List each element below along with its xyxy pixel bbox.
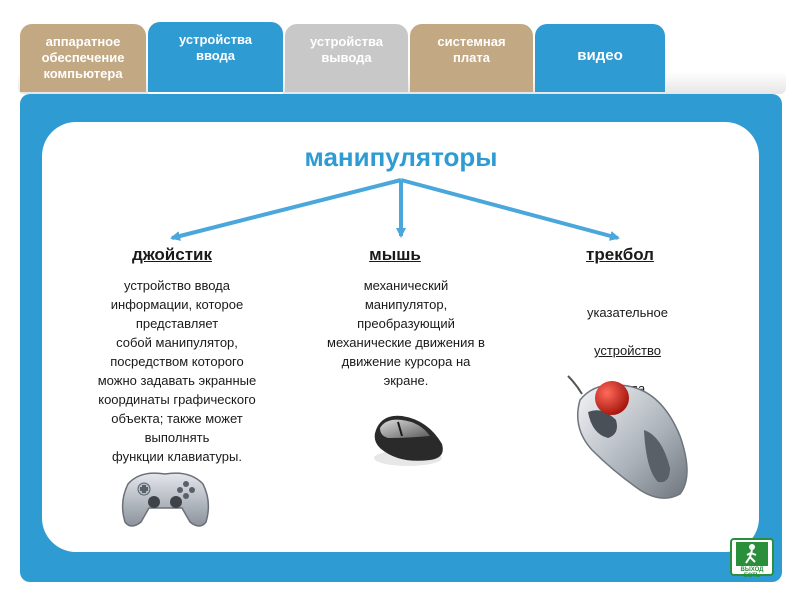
- tab-motherboard[interactable]: системная плата: [410, 24, 533, 92]
- trackball-heading: трекбол: [586, 245, 654, 264]
- tab-motherboard-line-1: системная: [437, 34, 506, 49]
- tab-input-line-2: ввода: [195, 48, 236, 63]
- tab-bar: аппаратное обеспечение компьютера устрой…: [0, 0, 800, 100]
- tab-hardware-line-1: аппаратное: [45, 34, 121, 49]
- tab-video[interactable]: видео: [535, 24, 665, 92]
- page-title: манипуляторы: [304, 142, 498, 172]
- trackball-desc-link-device[interactable]: устройство: [594, 343, 661, 358]
- joystick-heading: джойстик: [132, 245, 212, 264]
- gamepad-icon: [121, 472, 210, 527]
- exit-button[interactable]: ВЫХОД ЕСТЬ: [730, 538, 774, 579]
- arrow-to-joystick: [170, 178, 402, 241]
- trackball-icon: [567, 375, 688, 499]
- tab-output-devices[interactable]: устройства вывода: [285, 24, 408, 92]
- trackball-desc-line-1: указательное: [586, 305, 669, 320]
- mouse-description: механический манипулятор, преобразующий …: [327, 278, 485, 388]
- tab-output-line-1: устройства: [309, 34, 384, 49]
- tab-hardware-line-3: компьютера: [43, 66, 123, 81]
- tab-motherboard-line-2: плата: [453, 50, 490, 65]
- tab-hardware[interactable]: аппаратное обеспечение компьютера: [20, 24, 146, 92]
- computer-mouse-icon: [374, 415, 443, 466]
- tab-video-label: видео: [577, 47, 623, 64]
- joystick-description: устройство ввода информации, которое пре…: [97, 278, 257, 464]
- tab-output-line-2: вывода: [321, 50, 372, 65]
- arrow-to-trackball: [400, 178, 620, 241]
- tab-input-devices[interactable]: устройства ввода: [148, 22, 283, 96]
- mouse-heading: мышь: [369, 245, 421, 264]
- tab-input-line-1: устройства: [178, 32, 253, 47]
- active-tab-indicator: [148, 92, 283, 95]
- tab-hardware-line-2: обеспечение: [41, 50, 125, 65]
- running-man-icon: [736, 542, 768, 566]
- exit-label: ВЫХОД ЕСТЬ: [740, 567, 764, 579]
